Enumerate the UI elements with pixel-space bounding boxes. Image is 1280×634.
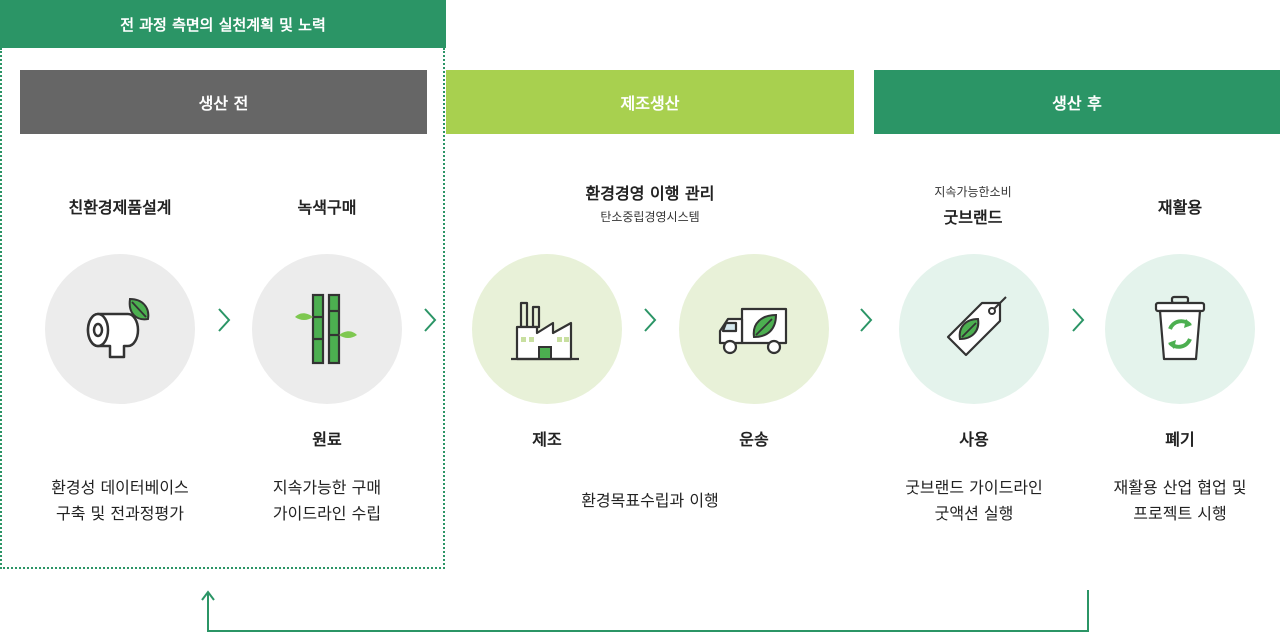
desc-use: 굿브랜드 가이드라인 굿액션 실행 xyxy=(864,475,1084,527)
section-title: 전 과정 측면의 실천계획 및 노력 xyxy=(0,0,446,48)
delivery-truck-leaf-icon xyxy=(718,307,788,355)
step-env-management-title: 환경경영 이행 관리 xyxy=(585,184,715,203)
desc-eco-design: 환경성 데이터베이스 구축 및 전과정평가 xyxy=(10,475,230,527)
disposal-circle xyxy=(1105,254,1255,404)
step-green-purchase-title: 녹색구매 xyxy=(297,198,357,217)
step-good-brand-subtitle: 지속가능한소비 xyxy=(934,185,1012,199)
phase-pre-production: 생산 전 xyxy=(20,70,427,134)
phase-manufacturing: 제조생산 xyxy=(446,70,854,134)
step-manufacturing-label: 제조 xyxy=(532,430,562,449)
desc-line: 환경성 데이터베이스 xyxy=(51,478,189,497)
desc-manufacturing: 환경목표수립과 이행 xyxy=(540,488,760,514)
chevron-right-icon xyxy=(424,308,437,332)
step-good-brand-title: 굿브랜드 xyxy=(943,208,1003,227)
step-env-management-subtitle: 탄소중립경영시스템 xyxy=(600,210,700,224)
desc-line: 프로젝트 시행 xyxy=(1133,504,1227,523)
desc-disposal: 재활용 산업 협업 및 프로젝트 시행 xyxy=(1070,475,1280,527)
desc-green-purchase: 지속가능한 구매 가이드라인 수립 xyxy=(217,475,437,527)
desc-line: 환경목표수립과 이행 xyxy=(581,491,719,510)
desc-line: 가이드라인 수립 xyxy=(272,504,382,523)
pre-production-dotted-frame xyxy=(0,48,445,569)
recycle-bin-icon xyxy=(1154,295,1206,361)
eco-tag-icon xyxy=(946,296,1007,357)
factory-icon xyxy=(511,301,579,361)
phase-post-production: 생산 후 xyxy=(874,70,1280,134)
desc-line: 재활용 산업 협업 및 xyxy=(1113,478,1247,497)
chevron-right-icon xyxy=(1072,308,1085,332)
desc-line: 지속가능한 구매 xyxy=(272,478,382,497)
step-eco-design-title: 친환경제품설계 xyxy=(68,198,172,217)
desc-line: 굿브랜드 가이드라인 xyxy=(905,478,1043,497)
toilet-paper-leaf-icon xyxy=(86,297,150,359)
step-use-label: 사용 xyxy=(959,430,989,449)
step-green-purchase-label: 원료 xyxy=(312,430,342,449)
green-purchase-circle xyxy=(252,254,402,404)
eco-design-circle xyxy=(45,254,195,404)
manufacturing-circle xyxy=(472,254,622,404)
use-circle xyxy=(899,254,1049,404)
transport-circle xyxy=(679,254,829,404)
bamboo-icon xyxy=(295,293,357,365)
desc-line: 굿액션 실행 xyxy=(934,504,1014,523)
step-recycle-title: 재활용 xyxy=(1157,198,1203,217)
chevron-right-icon xyxy=(860,308,873,332)
feedback-loop-arrow xyxy=(201,590,1089,632)
step-disposal-label: 폐기 xyxy=(1165,430,1195,449)
chevron-right-icon xyxy=(644,308,657,332)
chevron-right-icon xyxy=(218,308,231,332)
step-transport-label: 운송 xyxy=(739,430,769,449)
desc-line: 구축 및 전과정평가 xyxy=(56,504,184,523)
